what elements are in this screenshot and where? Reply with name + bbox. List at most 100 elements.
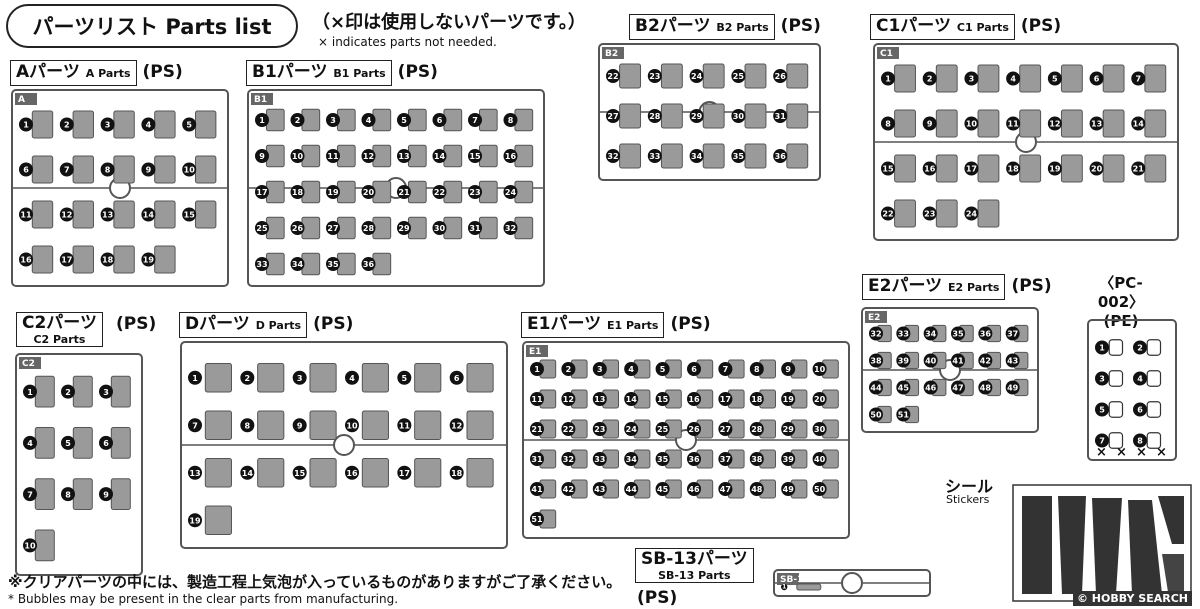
part-number: 3 (103, 388, 109, 397)
part-number: 48 (751, 485, 763, 494)
part-number: 51 (531, 515, 543, 524)
part-6: 6 (1133, 401, 1162, 418)
part-14: 14 (432, 144, 463, 168)
part-number: 6 (437, 116, 443, 125)
part-28: 28 (749, 419, 776, 439)
part-number: 21 (398, 188, 410, 197)
part-number: 41 (952, 357, 964, 366)
part-number: 15 (184, 211, 196, 220)
part-7: 7 (718, 359, 745, 379)
part-1: 1 (19, 110, 54, 139)
part-19: 19 (141, 245, 176, 274)
part-28: 28 (647, 103, 683, 129)
part-4: 4 (624, 359, 651, 379)
part-11: 11 (397, 410, 442, 440)
section-material-sb13: (PS) (637, 588, 678, 608)
part-number: 2 (65, 388, 71, 397)
part-number: 11 (1008, 120, 1020, 129)
part-17: 17 (964, 154, 1000, 183)
part-3: 3 (964, 64, 1000, 93)
part-30: 30 (432, 216, 463, 240)
part-13: 13 (188, 458, 232, 488)
part-18: 18 (1006, 154, 1042, 183)
stickers-label-jp: シール (945, 477, 994, 496)
part-2: 2 (61, 375, 93, 408)
part-26: 26 (773, 63, 809, 89)
part-number: 4 (146, 121, 152, 130)
part-number: 14 (434, 152, 446, 161)
part-number: 4 (628, 365, 634, 374)
part-number: 32 (870, 330, 881, 339)
part-12: 12 (561, 389, 588, 409)
part-17: 17 (718, 389, 745, 409)
part-number: 12 (363, 152, 374, 161)
part-number: 8 (1137, 437, 1143, 446)
part-45: 45 (896, 378, 920, 397)
part-4: 4 (345, 363, 389, 393)
part-9: 9 (922, 109, 958, 138)
part-1: 1 (1095, 339, 1124, 356)
part-6: 6 (99, 427, 131, 459)
part-number: 31 (531, 455, 543, 464)
part-2: 2 (922, 64, 958, 93)
part-46: 46 (923, 378, 947, 397)
part-number: 14 (626, 395, 638, 404)
part-number: 29 (691, 112, 703, 121)
part-27: 27 (606, 103, 642, 129)
clear-parts-note-en: * Bubbles may be present in the clear pa… (8, 592, 399, 606)
part-50: 50 (812, 479, 839, 499)
part-number: 10 (184, 166, 196, 175)
part-number: 3 (105, 121, 111, 130)
part-25: 25 (731, 63, 767, 89)
part-36: 36 (361, 252, 392, 276)
part-number: 35 (327, 260, 339, 269)
part-18: 18 (449, 458, 494, 488)
part-number: 15 (469, 152, 481, 161)
part-number: 3 (1099, 375, 1105, 384)
part-number: 2 (64, 121, 70, 130)
part-36: 36 (978, 324, 1002, 343)
part-number: 13 (1091, 120, 1102, 129)
part-number: 18 (102, 256, 114, 265)
part-number: 32 (505, 224, 516, 233)
part-13: 13 (592, 389, 619, 409)
part-34: 34 (923, 324, 947, 343)
part-2: 2 (290, 108, 321, 132)
part-number: 49 (1007, 384, 1019, 393)
part-number: 25 (256, 224, 268, 233)
part-22: 22 (881, 199, 916, 228)
part-5: 5 (61, 427, 93, 459)
part-4: 4 (141, 110, 176, 139)
part-number: 18 (292, 188, 304, 197)
part-number: 39 (898, 357, 910, 366)
part-number: 20 (814, 395, 826, 404)
part-number: 16 (20, 256, 32, 265)
part-10: 10 (290, 144, 321, 168)
part-number: 5 (186, 121, 192, 130)
part-number: 9 (297, 421, 303, 430)
section-label-e1: E1パーツ E1 Parts (PS) (521, 312, 711, 338)
runner-tag: B2 (605, 49, 618, 59)
part-30: 30 (731, 103, 767, 129)
part-number: 12 (451, 421, 462, 430)
part-27: 27 (718, 419, 745, 439)
part-number: 43 (1007, 357, 1018, 366)
part-number: 8 (65, 490, 71, 499)
part-48: 48 (749, 479, 776, 499)
part-number: 9 (927, 120, 933, 129)
part-1: 1 (530, 359, 557, 379)
section-label-c1: C1パーツ C1 Parts (PS) (870, 14, 1061, 40)
part-number: 47 (952, 384, 963, 393)
part-number: 17 (256, 188, 267, 197)
part-number: 9 (785, 365, 791, 374)
part-13: 13 (1089, 109, 1125, 138)
part-number: 23 (924, 210, 935, 219)
part-10: 10 (345, 410, 389, 440)
part-22: 22 (606, 63, 642, 89)
part-number: 26 (292, 224, 304, 233)
part-19: 19 (188, 505, 232, 535)
part-number: 18 (751, 395, 763, 404)
part-number: 46 (688, 485, 700, 494)
